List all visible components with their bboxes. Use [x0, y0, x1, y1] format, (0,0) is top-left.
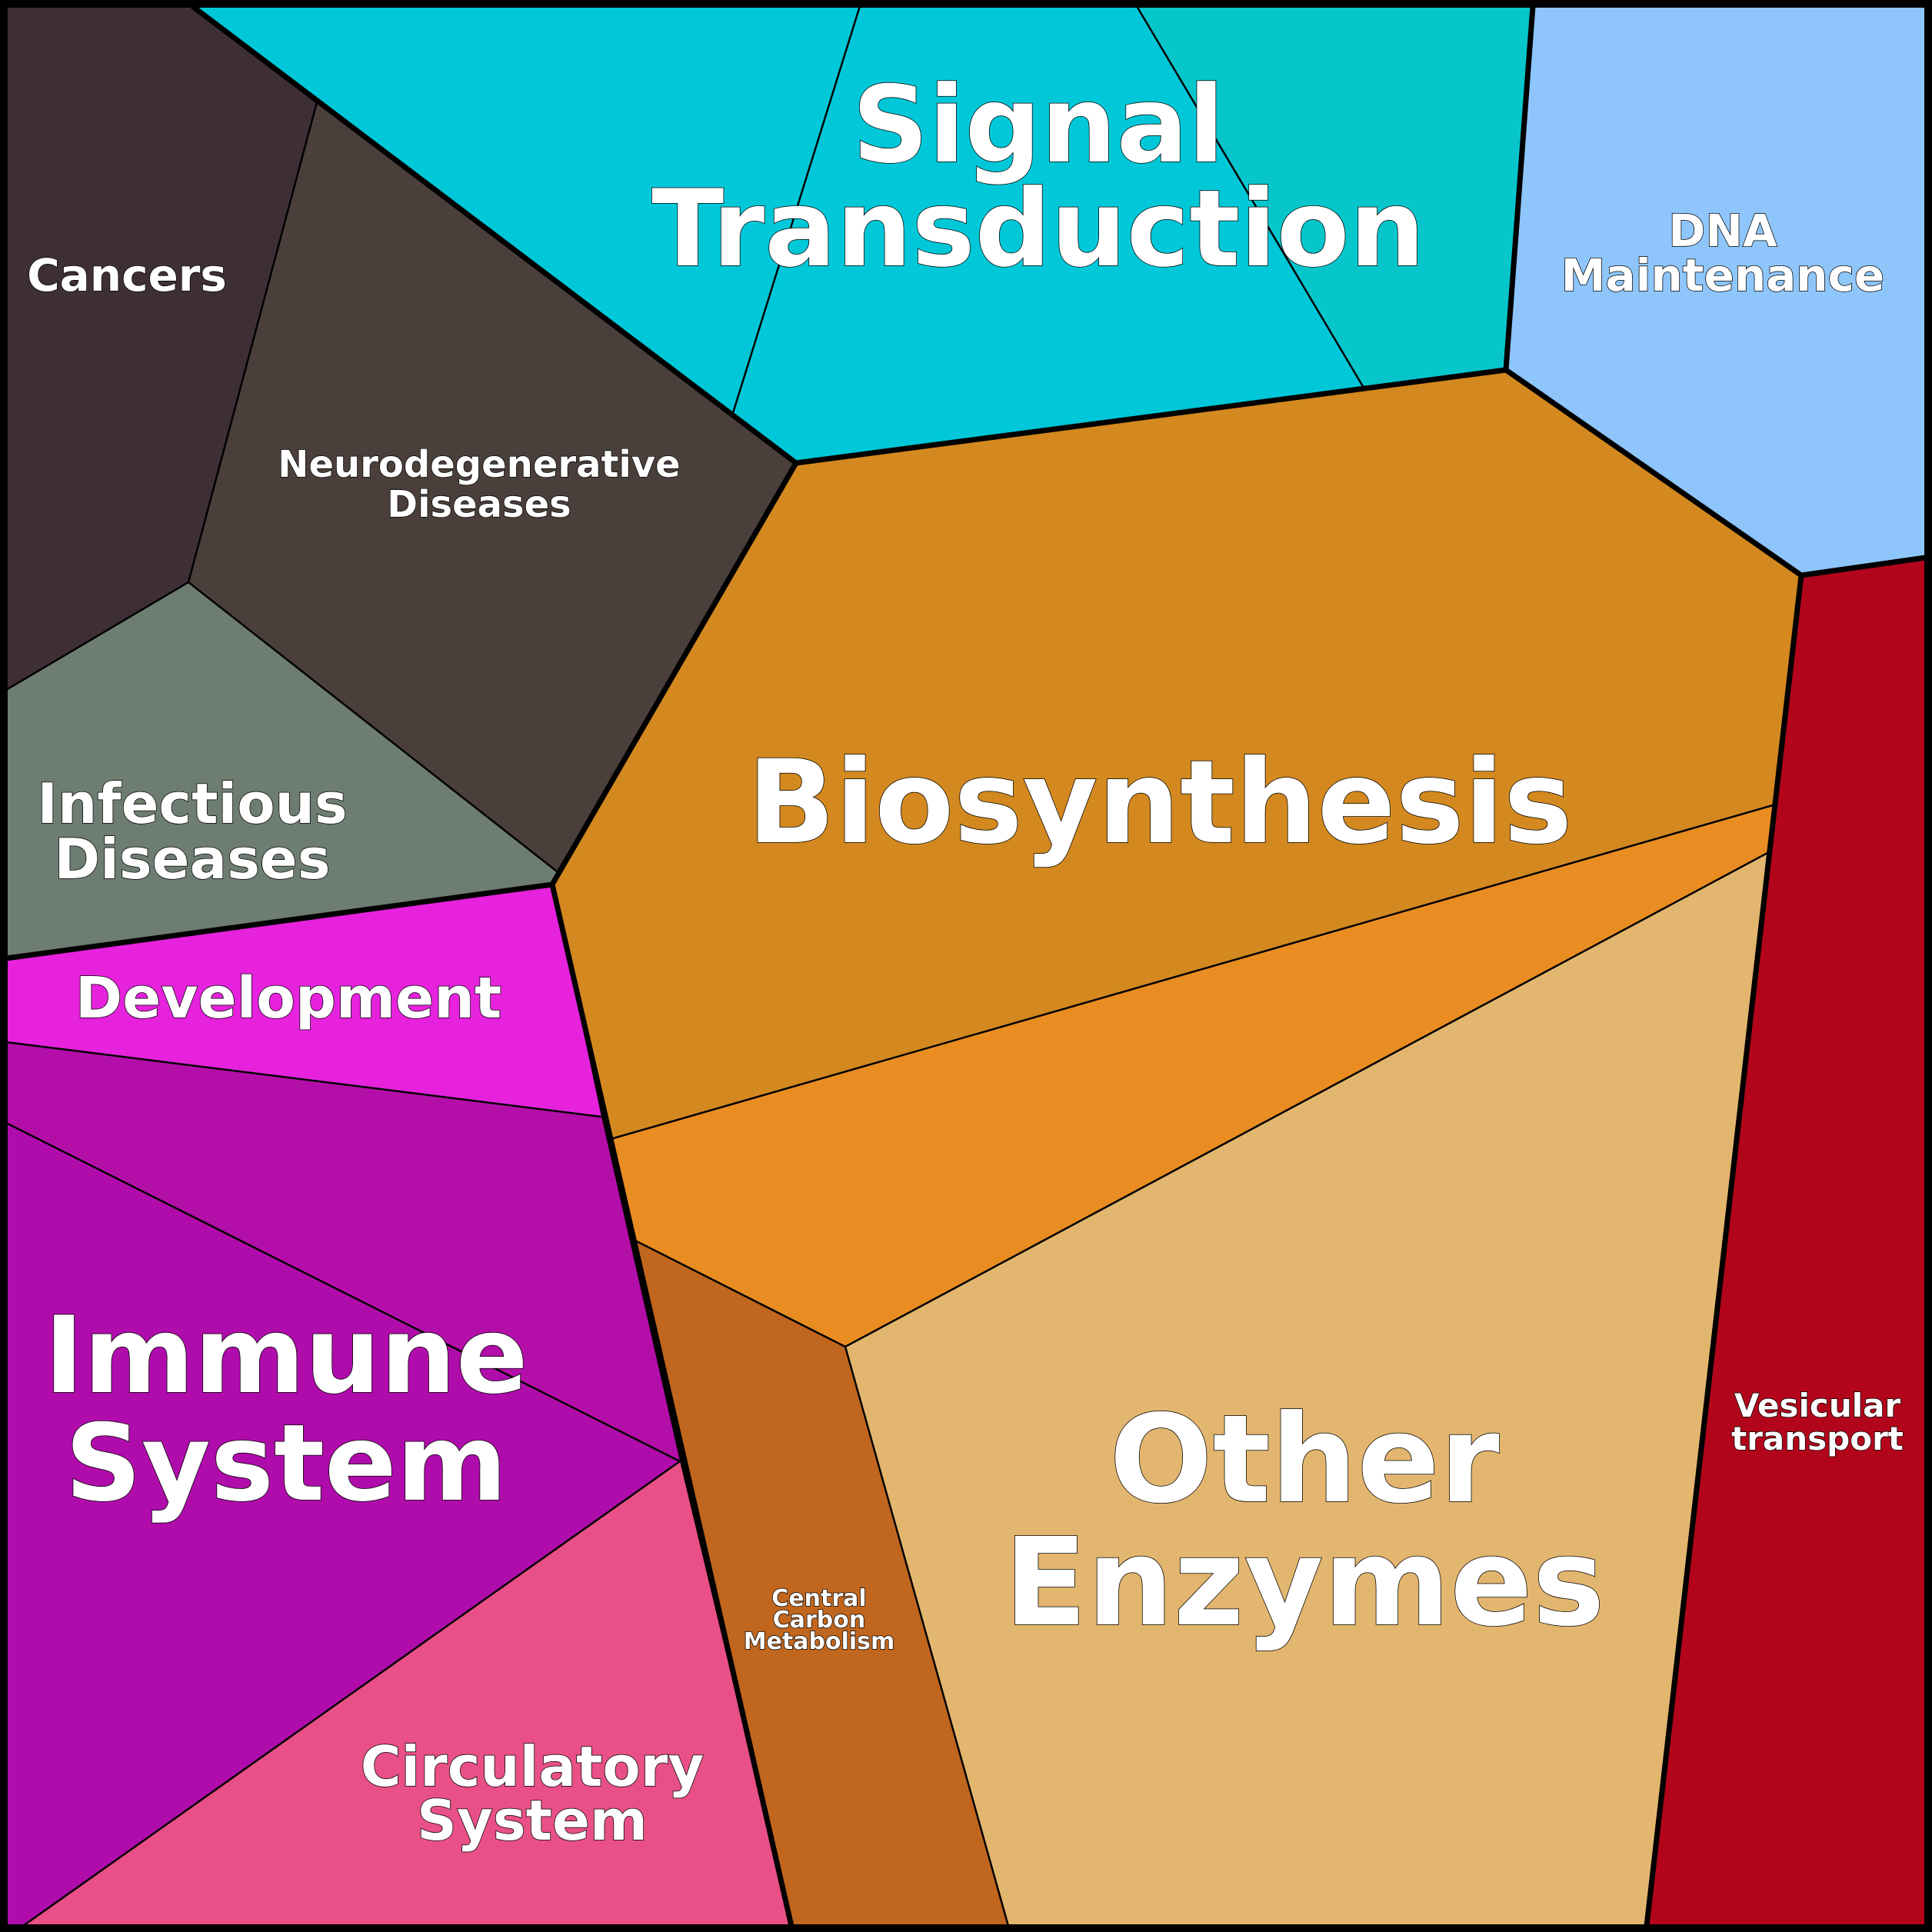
cells [6, 6, 1926, 1926]
signal-transduction-sub-cell [1137, 6, 1533, 388]
cancers-cell [6, 6, 317, 690]
signal-sub-line-1 [731, 5, 861, 416]
boundary-vesicular [1644, 575, 1804, 1927]
biosynthesis-sub-cell [611, 805, 1773, 1347]
neurodegenerative-diseases-cell [188, 6, 796, 871]
development-immune-line [5, 1041, 602, 1118]
dna-maintenance-label-line: Maintenance [1561, 249, 1885, 301]
circulatory-system-cell [23, 1461, 791, 1926]
cancers-infectious-line [5, 581, 189, 691]
signal-sub-line-2 [1135, 5, 1365, 388]
cancers-neuro-line [187, 102, 318, 583]
signal-transduction-label-line: Transduction [651, 167, 1425, 291]
vesicular-transport-cell [1647, 558, 1926, 1926]
dna-maintenance-cell [1506, 6, 1926, 575]
central-carbon-metabolism-cell [634, 1240, 1008, 1926]
signal-transduction-label-line: Signal [852, 63, 1224, 187]
circulatory-system-label-line: Circulatory [361, 1734, 705, 1799]
biosynthesis-label-line: Biosynthesis [748, 736, 1573, 870]
immune-system-sub-cell [6, 1042, 680, 1461]
immune-system-label-line: Immune [44, 1294, 528, 1417]
immune-sub-line [5, 1121, 681, 1463]
immune-circulatory-line [22, 1460, 681, 1927]
central-carbon-line [844, 1346, 1010, 1927]
biosynthesis-sub-line-2 [633, 1238, 846, 1348]
central-carbon-metabolism-label-line: Carbon [773, 1607, 866, 1634]
biosynthesis-cell [552, 370, 1801, 1139]
neurodegenerative-diseases-label-line: Neurodegenerative [278, 443, 680, 486]
circulatory-system-label-line: System [417, 1788, 648, 1853]
signal-transduction-cell [192, 6, 1533, 463]
infectious-diseases-label-line: Infectious [37, 771, 348, 836]
development-cell [6, 884, 601, 1117]
central-carbon-metabolism-label-line: Metabolism [744, 1628, 895, 1655]
central-carbon-metabolism-label-line: Central [771, 1585, 866, 1612]
neuro-infectious-line [188, 581, 558, 872]
sub-boundaries [5, 5, 1774, 1927]
neurodegenerative-diseases-label-line: Diseases [387, 483, 571, 526]
other-enzymes-label-line: Enzymes [1004, 1512, 1604, 1654]
cancers-label-line: Cancers [27, 249, 227, 301]
dna-maintenance-label-line: DNA [1668, 205, 1777, 257]
biosynthesis-label: Biosynthesis [748, 736, 1573, 870]
immune-system-label-line: System [65, 1401, 508, 1525]
biosynthesis-sub-line-1 [610, 804, 1774, 1141]
boundary-diseases-signal [5, 4, 799, 961]
development-label: Development [75, 965, 502, 1031]
vesicular-transport-label-line: Vesicular [1734, 1387, 1901, 1424]
infectious-diseases-label-line: Diseases [54, 827, 330, 891]
development-label-line: Development [75, 965, 502, 1031]
biosynthesis-sub-line-3 [844, 851, 1770, 1348]
infectious-diseases-cell [6, 582, 557, 958]
vesicular-transport-label-line: transport [1731, 1420, 1904, 1457]
cancers-label: Cancers [27, 249, 227, 301]
boundary-biosynthesis-immune [549, 884, 794, 1927]
other-enzymes-label-line: Other [1109, 1389, 1499, 1531]
other-enzymes-cell [845, 852, 1769, 1926]
